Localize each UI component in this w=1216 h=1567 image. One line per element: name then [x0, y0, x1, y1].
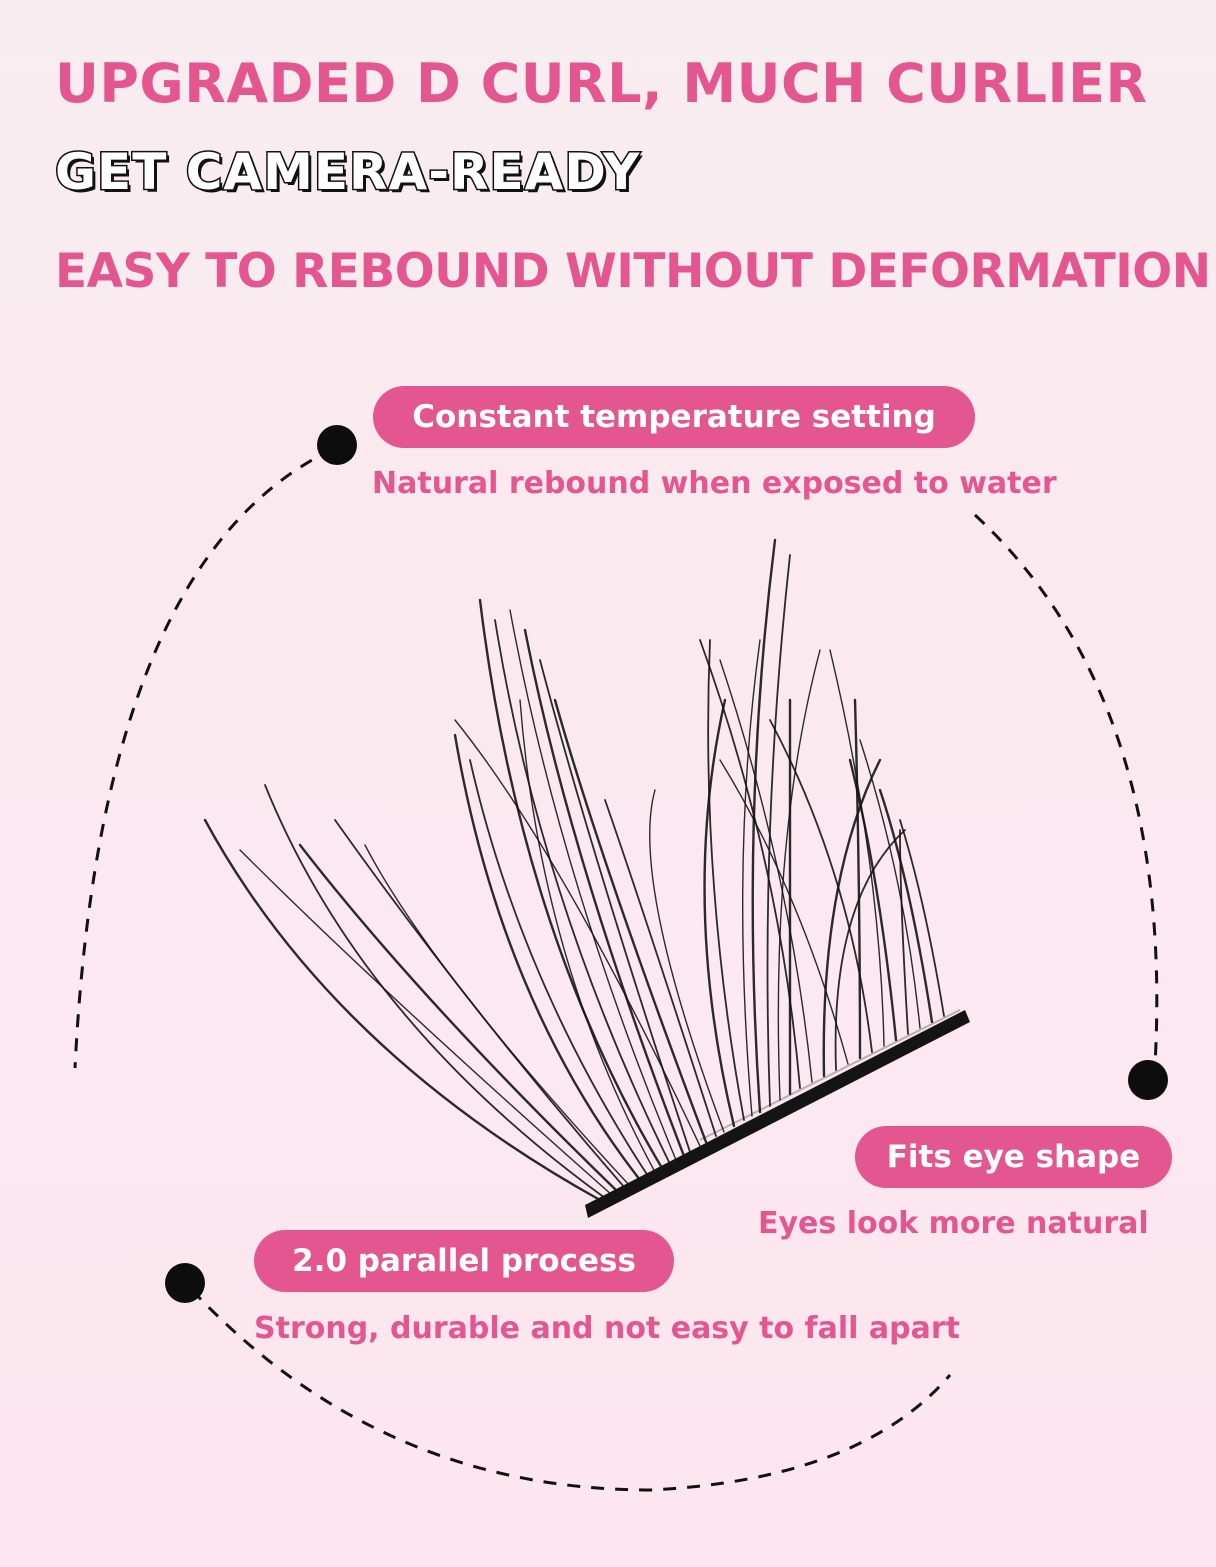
- lash-strand: [298, 843, 620, 1194]
- lash-strand: [766, 554, 791, 1107]
- marker-dots: [165, 425, 1168, 1303]
- lash-strand: [454, 719, 701, 1147]
- lash-strand: [523, 628, 686, 1158]
- dashed-arc-right: [973, 513, 1159, 1066]
- lash-strand: [769, 719, 873, 1053]
- lash-strand: [239, 849, 613, 1196]
- lash-strand: [719, 759, 849, 1065]
- lash-strand: [364, 844, 631, 1187]
- lash-strand: [707, 639, 745, 1121]
- marker-dot-top: [317, 425, 357, 465]
- lash-strand: [719, 659, 813, 1083]
- dashed-arc-left: [73, 447, 334, 1069]
- lash-strand: [264, 784, 606, 1199]
- feature-pill-eye-shape: Fits eye shape: [855, 1126, 1172, 1188]
- lash-strand: [203, 818, 602, 1202]
- lash-strand: [453, 733, 642, 1182]
- dashed-arc-bottom: [190, 1288, 952, 1492]
- lash-strand: [494, 619, 671, 1165]
- lash-strand: [478, 598, 664, 1170]
- lash-strand: [649, 789, 725, 1133]
- headline-main: UPGRADED D CURL, MUCH CURLIER: [55, 52, 1148, 115]
- feature-pill-temperature: Constant temperature setting: [373, 386, 975, 448]
- dashed-circle: [73, 447, 1159, 1492]
- lash-strand: [519, 699, 656, 1173]
- headline-camera-ready: GET CAMERA-READY: [53, 142, 641, 203]
- feature-subtitle-parallel-process: Strong, durable and not easy to fall apa…: [254, 1311, 960, 1346]
- eyelash-cluster-image: [203, 538, 970, 1218]
- lash-strand: [751, 538, 777, 1114]
- marker-dot-right: [1128, 1060, 1168, 1100]
- lash-strand: [822, 758, 882, 1078]
- lash-strand: [553, 698, 708, 1144]
- lash-strand: [848, 758, 898, 1042]
- lash-strand: [834, 829, 906, 1071]
- lash-strand: [899, 829, 909, 1035]
- lash-strand: [509, 609, 677, 1161]
- feature-pill-parallel-process: 2.0 parallel process: [254, 1230, 674, 1292]
- lash-strand: [859, 739, 921, 1029]
- lash-strand: [604, 799, 717, 1137]
- lash-strand: [699, 639, 801, 1089]
- lash-strand: [878, 788, 934, 1024]
- feature-subtitle-eye-shape: Eyes look more natural: [758, 1206, 1149, 1241]
- lash-strand: [469, 759, 649, 1177]
- lash-strand: [829, 649, 885, 1047]
- marker-dot-left: [165, 1263, 205, 1303]
- lash-strand: [853, 698, 862, 1060]
- lash-strand: [899, 819, 945, 1017]
- lash-strand: [777, 649, 821, 1101]
- headline-rebound: EASY TO REBOUND WITHOUT DEFORMATION: [55, 244, 1211, 299]
- lash-band: [585, 1010, 970, 1218]
- feature-subtitle-temperature: Natural rebound when exposed to water: [372, 466, 1057, 501]
- lash-strand: [742, 639, 761, 1117]
- lash-band-highlight: [699, 1009, 961, 1141]
- lash-strand: [703, 698, 736, 1128]
